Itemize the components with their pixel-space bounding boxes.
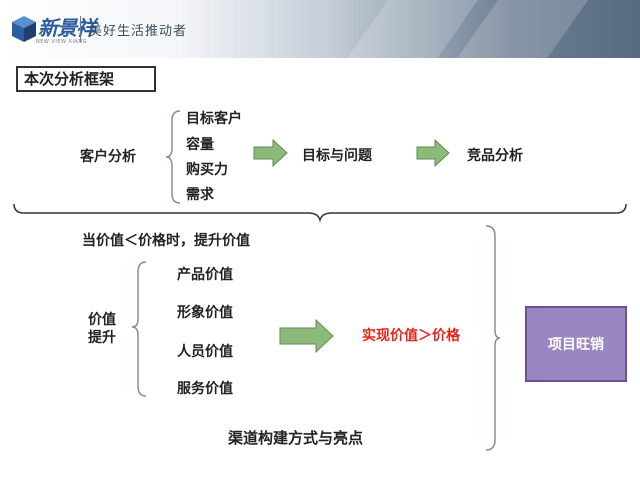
right-arrow-icon	[416, 138, 450, 168]
value-item: 人员价值	[177, 344, 233, 360]
right-arrow-icon	[279, 318, 334, 354]
section-title: 本次分析框架	[16, 66, 156, 92]
value-upgrade-line2: 提升	[88, 330, 116, 346]
slogan: 美好生活推动者	[89, 24, 188, 39]
customer-analysis-label: 客户分析	[80, 149, 136, 165]
outcome-label: 项目旺销	[548, 337, 604, 353]
customer-item: 容量	[186, 137, 214, 153]
customer-item: 购买力	[186, 162, 228, 178]
value-heading: 当价值＜价格时，提升价值	[82, 233, 250, 249]
brace-customer	[165, 110, 181, 204]
competitor-analysis-label: 竞品分析	[467, 148, 523, 164]
brace-value	[131, 261, 147, 397]
value-upgrade-label: 价值 提升	[88, 311, 116, 347]
right-arrow-icon	[253, 138, 288, 168]
logo-text: 新景祥	[38, 16, 96, 40]
value-item: 产品价值	[177, 267, 233, 283]
logo-cube-icon	[12, 16, 36, 42]
value-item: 形象价值	[177, 305, 233, 321]
value-item: 服务价值	[177, 381, 233, 397]
brace-right	[485, 225, 501, 451]
logo-subtitle: NEW VIEW XIANG	[36, 39, 87, 45]
header-banner: 新景祥 NEW VIEW XIANG 美好生活推动者	[0, 0, 640, 58]
brace-section1	[13, 203, 627, 223]
result-label: 实现价值＞价格	[362, 328, 460, 344]
goals-problems-label: 目标与问题	[302, 148, 372, 164]
customer-item: 需求	[186, 187, 214, 203]
customer-item: 目标客户	[186, 111, 242, 127]
logo-divider	[80, 16, 81, 42]
channel-label: 渠道构建方式与亮点	[228, 429, 364, 447]
outcome-box: 项目旺销	[525, 306, 627, 382]
value-upgrade-line1: 价值	[88, 312, 116, 328]
